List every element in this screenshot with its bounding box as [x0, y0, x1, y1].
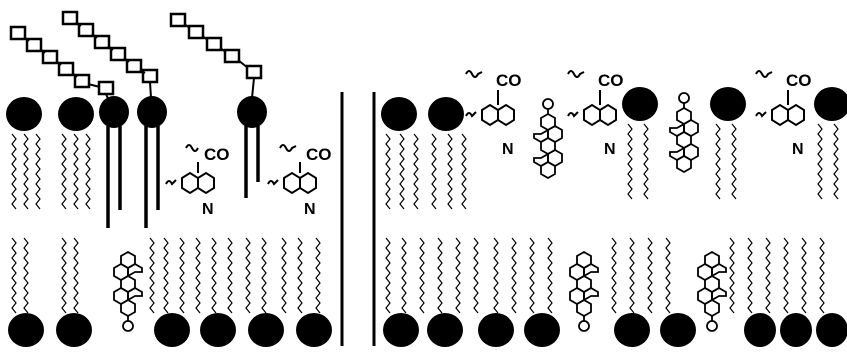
polycyclic-molecule	[570, 252, 598, 331]
quinoline-molecule: CO N	[756, 71, 812, 158]
lipid-head-row	[8, 313, 332, 347]
lipid-tails-top	[386, 124, 838, 209]
polycyclic-molecule	[534, 99, 562, 178]
carbonyl-label: CO	[496, 71, 522, 90]
lipid-head-row	[6, 96, 267, 131]
left-membrane: CO N CO N	[6, 12, 342, 347]
nitrogen-label: N	[792, 141, 804, 158]
lipid-head-row	[383, 313, 847, 347]
nitrogen-label: N	[502, 141, 514, 158]
quinoline-molecule: CO N	[466, 71, 522, 158]
carbonyl-label: CO	[306, 145, 332, 164]
quinoline-molecule: CO N	[568, 71, 624, 158]
quinoline-molecule: CO N	[268, 145, 332, 218]
carbonyl-label: CO	[786, 71, 812, 90]
right-membrane: CO N CO N CO N	[374, 71, 847, 347]
carbonyl-label: CO	[204, 145, 230, 164]
nitrogen-label: N	[202, 201, 214, 218]
lipid-tails-bottom	[386, 238, 824, 313]
nitrogen-label: N	[604, 141, 616, 158]
carbonyl-label: CO	[598, 71, 624, 90]
lipid-tails-top	[12, 134, 90, 209]
lipid-tails-bottom	[12, 238, 320, 313]
quinoline-molecule: CO N	[166, 145, 230, 218]
polycyclic-molecule	[114, 252, 142, 331]
glycan-chain	[171, 14, 261, 98]
polycyclic-molecule	[698, 252, 726, 331]
polycyclic-molecule	[670, 93, 698, 172]
nitrogen-label: N	[304, 201, 316, 218]
